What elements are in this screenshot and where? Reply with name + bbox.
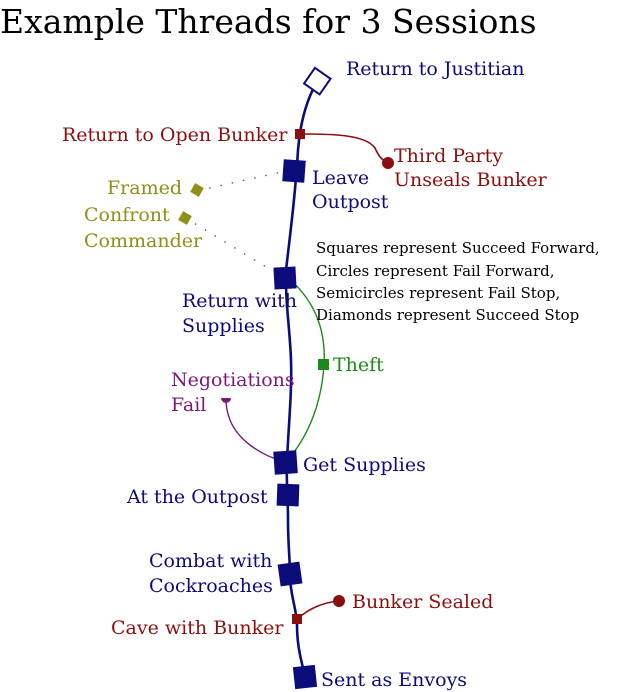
label-confront-line1: Confront (84, 204, 170, 226)
label-leave-outpost-line2: Outpost (312, 191, 389, 213)
circle-marker-bunker-sealed (333, 595, 345, 607)
label-return-supplies-line2: Supplies (182, 315, 265, 337)
third-party-branch (299, 133, 387, 163)
square-marker-return-supplies (273, 266, 297, 290)
diamond-marker-confront (178, 211, 192, 225)
negotiations-branch (225, 399, 286, 463)
label-third-party-line1: Third Party (394, 145, 503, 167)
square-marker-combat (277, 561, 303, 587)
square-marker-get-supplies (273, 450, 298, 475)
label-get-supplies: Get Supplies (303, 454, 426, 476)
label-leave-outpost-line1: Leave (312, 167, 369, 189)
label-sent-envoys: Sent as Envoys (321, 669, 467, 691)
square-marker-theft (318, 359, 329, 370)
square-marker-sent-envoys (292, 664, 318, 690)
label-return-justitian: Return to Justitian (346, 58, 525, 80)
label-return-open-bunker: Return to Open Bunker (62, 124, 288, 146)
label-bunker-sealed: Bunker Sealed (352, 591, 493, 613)
label-negotiations-line1: Negotiations (171, 369, 295, 391)
label-third-party-line2: Unseals Bunker (394, 169, 548, 191)
label-negotiations-line2: Fail (171, 394, 206, 416)
diamond-marker-framed (190, 183, 204, 197)
label-cave-bunker: Cave with Bunker (111, 617, 284, 639)
legend-line-2: Circles represent Fail Forward, (316, 262, 555, 280)
label-theft: Theft (333, 354, 384, 376)
square-marker-cave-bunker (292, 614, 302, 624)
label-confront-line2: Commander (84, 230, 203, 252)
legend-line-4: Diamonds represent Succeed Stop (316, 306, 579, 324)
label-framed: Framed (107, 177, 182, 199)
circle-marker-third-party (382, 157, 394, 169)
label-return-supplies-line1: Return with (182, 290, 297, 312)
legend-line-3: Semicircles represent Fail Stop, (316, 284, 560, 302)
square-marker-open-bunker (295, 129, 305, 139)
label-combat-line2: Cockroaches (149, 575, 273, 597)
diagram-title: Example Threads for 3 Sessions (0, 2, 537, 41)
square-marker-at-outpost (276, 483, 300, 507)
framed-branch (197, 170, 287, 192)
legend-line-1: Squares represent Succeed Forward, (316, 239, 600, 257)
square-marker-leave-outpost (282, 159, 306, 183)
label-at-outpost: At the Outpost (126, 486, 268, 508)
semicircle-marker-negotiations (221, 398, 231, 403)
diamond-marker-justitian (302, 66, 332, 96)
label-combat-line1: Combat with (149, 550, 272, 572)
bunker-sealed-branch (296, 600, 339, 620)
